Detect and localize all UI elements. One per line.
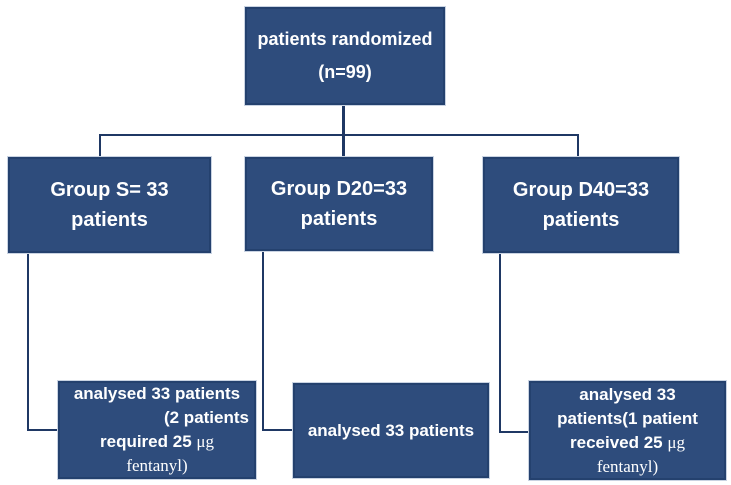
connector-horizontal-bar xyxy=(99,134,579,136)
connector-right-vertical xyxy=(499,252,501,433)
box-analysed-group-s: analysed 33 patients (2 patients require… xyxy=(58,381,256,479)
analysed-s-line2: (2 patients xyxy=(163,408,249,427)
analysed-s-line1: analysed 33 patients xyxy=(73,384,241,403)
analysed-d40-line4: fentanyl) xyxy=(596,456,659,476)
connector-drop-left xyxy=(99,134,101,158)
group-s-line1: Group S= 33 patients xyxy=(50,179,169,231)
connector-top-stem xyxy=(342,104,345,136)
analysed-d40-line3-sans: received 25 xyxy=(570,432,668,452)
box-group-d40: Group D40=33 patients xyxy=(483,157,679,253)
connector-middle-vertical xyxy=(262,250,264,431)
analysed-s-line3: required 25 μg xyxy=(60,430,254,454)
analysed-s-line3-sans: required 25 xyxy=(100,432,197,451)
box-patients-randomized: patients randomized (n=99) xyxy=(245,7,445,105)
analysed-d40-line1: analysed 33 xyxy=(579,384,676,404)
connector-drop-middle xyxy=(342,134,345,158)
randomized-line2: (n=99) xyxy=(318,62,372,82)
group-d20-line2: patients xyxy=(300,208,378,230)
analysed-d40-line3-serif: μg xyxy=(667,432,685,452)
analysed-d40-line2: patients(1 patient xyxy=(557,408,698,428)
box-analysed-group-d20: analysed 33 patients xyxy=(293,383,489,478)
box-analysed-group-d40: analysed 33 patients(1 patient received … xyxy=(529,381,726,480)
analysed-d20-line1: analysed 33 patients xyxy=(307,420,475,440)
analysed-s-line4: fentanyl) xyxy=(126,456,188,475)
group-d40-line2: patients xyxy=(542,209,620,231)
group-d20-line1: Group D20=33 xyxy=(270,178,408,200)
box-group-s: Group S= 33 patients xyxy=(8,157,211,253)
connector-middle-elbow xyxy=(262,429,294,431)
connector-drop-right xyxy=(577,134,579,158)
analysed-s-line3-serif: μg xyxy=(196,432,214,451)
randomized-line1: patients randomized xyxy=(257,29,433,49)
group-d40-line1: Group D40=33 xyxy=(512,179,650,201)
connector-right-elbow xyxy=(499,431,530,433)
connector-left-vertical xyxy=(27,252,29,431)
analysed-d40-line3: received 25 μg xyxy=(531,431,724,455)
connector-left-elbow xyxy=(27,429,59,431)
box-group-d20: Group D20=33 patients xyxy=(245,157,433,251)
